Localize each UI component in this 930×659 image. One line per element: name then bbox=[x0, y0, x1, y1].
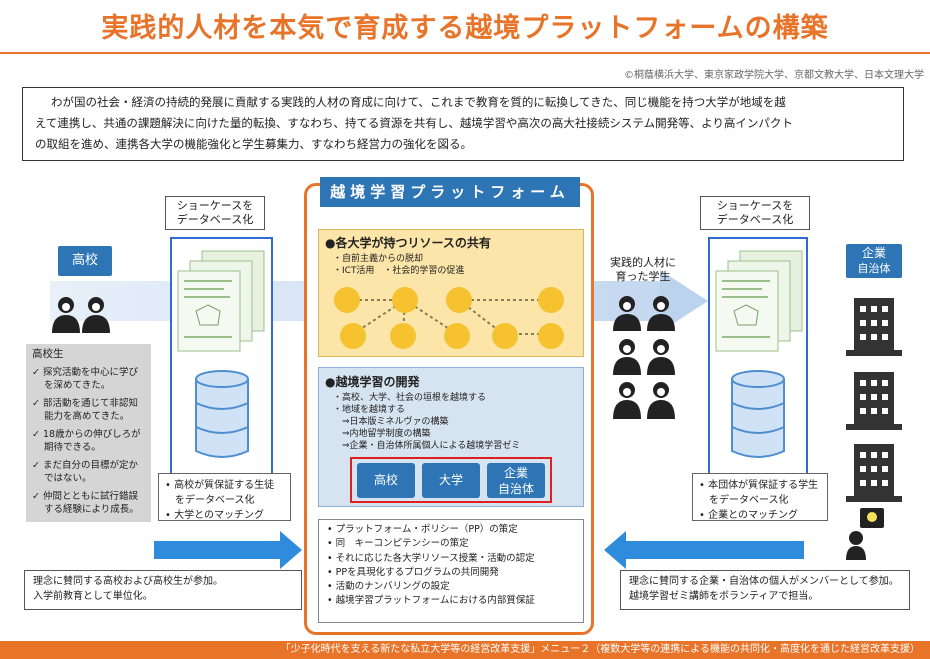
policy-item: • 越境学習プラットフォームにおける内部質保証 bbox=[327, 595, 535, 607]
buildings-icon bbox=[846, 298, 902, 502]
participant-line: 自治体 bbox=[497, 482, 534, 496]
idea-person-icon bbox=[846, 508, 884, 560]
platform-banner: 越境学習プラットフォーム bbox=[320, 177, 580, 207]
highschool-label: 高校 bbox=[58, 246, 112, 276]
left-database-panel bbox=[170, 237, 273, 519]
participants-frame bbox=[350, 457, 552, 503]
resource-lines: ・自前主義からの脱却 ・ICT活用 ・社会的学習の促進 bbox=[333, 253, 583, 277]
student-trait-item: ✓ 仲間とともに試行錯誤する経験により成長。 bbox=[32, 491, 139, 515]
note-line: 理念に賛同する高校および高校生が参加。 bbox=[33, 576, 223, 587]
left-blue-arrow-head bbox=[280, 531, 302, 569]
development-line: ⇒内地留学制度の構築 bbox=[333, 429, 431, 439]
left-blue-arrow bbox=[154, 541, 280, 559]
right-blue-arrow bbox=[626, 541, 804, 559]
highschool-student-box: 高校生 ✓ 探究活動を中心に学びを深めてきた。 ✓ 部活動を通じて非認知能力を高… bbox=[26, 344, 151, 522]
resource-line: ・自前主義からの脱却 bbox=[333, 254, 424, 264]
student-trait-item: ✓ 探究活動を中心に学びを深めてきた。 bbox=[32, 367, 138, 391]
bullet-item: • 本団体が質保証する学生をデータベース化 bbox=[699, 480, 819, 506]
participant-highschool: 高校 bbox=[357, 463, 415, 498]
development-line: ⇒企業・自治体所属個人による越境学習ゼミ bbox=[333, 441, 521, 451]
note-line: 理念に賛同する企業・自治体の個人がメンバーとして参加。 bbox=[629, 576, 899, 587]
policy-item: • 活動のナンバリングの設定 bbox=[327, 581, 450, 593]
development-title: ●越境学習の開発 bbox=[325, 375, 420, 389]
left-db-bullets: • 高校が質保証する生徒をデータベース化 • 大学とのマッチング bbox=[158, 473, 291, 521]
policy-item: • それに応じた各大学リソース授業・活動の認定 bbox=[327, 552, 535, 564]
bullet-item: • 高校が質保証する生徒をデータベース化 bbox=[165, 480, 275, 506]
development-line: ・高校、大学、社会の垣根を越境する bbox=[333, 393, 487, 403]
bullet-item: • 企業とのマッチング bbox=[699, 510, 798, 521]
caption-line: データベース化 bbox=[716, 213, 794, 226]
caption-line: ショーケースを bbox=[716, 199, 794, 212]
right-database-panel bbox=[708, 237, 808, 519]
graduates-icon bbox=[613, 296, 675, 419]
resource-title: ●各大学が持つリソースの共有 bbox=[325, 236, 491, 250]
development-lines: ・高校、大学、社会の垣根を越境する ・地域を越境する ⇒日本版ミネルヴァの構築 … bbox=[333, 392, 583, 452]
document-stack-icon bbox=[715, 250, 803, 352]
participant-line: 企業 bbox=[503, 466, 528, 480]
caption-line: 実践的人材に bbox=[610, 256, 676, 269]
note-line: 越境学習ゼミ講師をボランティアで担当。 bbox=[629, 591, 819, 602]
grown-students-caption: 実践的人材に 育った学生 bbox=[604, 256, 682, 284]
policy-item: • 同 キーコンピテンシーの策定 bbox=[327, 538, 469, 550]
development-line: ・地域を越境する bbox=[333, 405, 406, 415]
left-note-box: 理念に賛同する高校および高校生が参加。 入学前教育として単位化。 bbox=[24, 570, 302, 610]
student-trait-item: ✓ 18歳からの伸びしろが期待できる。 bbox=[32, 429, 141, 453]
bullet-item: • 大学とのマッチング bbox=[165, 510, 264, 521]
policy-item: • PPを具現化するプログラムの共同開発 bbox=[327, 566, 499, 578]
summary-line: わが国の社会・経済の持続的発展に貢献する実践的人材の育成に向けて、これまで教育を… bbox=[51, 95, 786, 109]
resource-network-graphic bbox=[334, 287, 564, 349]
summary-box: わが国の社会・経済の持続的発展に貢献する実践的人材の育成に向けて、これまで教育を… bbox=[22, 87, 904, 161]
development-line: ⇒日本版ミネルヴァの構築 bbox=[333, 417, 449, 427]
summary-line: の取組を進め、連携各大学の機能強化と学生募集力、すなわち経営力の強化を図る。 bbox=[35, 137, 472, 151]
right-db-bullets: • 本団体が質保証する学生をデータベース化 • 企業とのマッチング bbox=[692, 473, 828, 521]
company-label: 企業 自治体 bbox=[846, 244, 902, 278]
document-stack-icon bbox=[177, 250, 265, 352]
credit-line: ©桐蔭横浜大学、東京家政学院大学、京都文教大学、日本文理大学 bbox=[624, 70, 924, 81]
caption-line: ショーケースを bbox=[176, 199, 254, 212]
right-note-box: 理念に賛同する企業・自治体の個人がメンバーとして参加。 越境学習ゼミ講師をボラン… bbox=[620, 570, 910, 610]
policy-item: • プラットフォーム・ポリシー（PP）の策定 bbox=[327, 524, 518, 535]
company-label-line: 自治体 bbox=[857, 262, 891, 275]
caption-line: データベース化 bbox=[176, 213, 254, 226]
summary-line: えて連携し、共通の課題解決に向けた量的転換、すなわち、持てる資源を共有し、越境学… bbox=[35, 116, 793, 130]
participant-company: 企業 自治体 bbox=[487, 463, 545, 498]
resource-sharing-box: ●各大学が持つリソースの共有 ・自前主義からの脱却 ・ICT活用 ・社会的学習の… bbox=[318, 229, 584, 357]
database-icon bbox=[731, 370, 785, 458]
participant-university: 大学 bbox=[422, 463, 480, 498]
right-blue-arrow-head bbox=[604, 531, 626, 569]
student-trait-item: ✓ 部活動を通じて非認知能力を高めてきた。 bbox=[32, 398, 138, 422]
database-icon bbox=[195, 370, 249, 458]
footer-bar: 「少子化時代を支える新たな私立大学等の経営改革支援」メニュー２（複数大学等の連携… bbox=[0, 641, 930, 659]
page-title: 実践的人材を本気で育成する越境プラットフォームの構築 bbox=[101, 13, 829, 44]
right-showcase-caption: ショーケースを データベース化 bbox=[700, 196, 810, 230]
left-showcase-caption: ショーケースを データベース化 bbox=[165, 196, 265, 230]
title-divider bbox=[0, 52, 930, 54]
resource-line: ・ICT活用 ・社会的学習の促進 bbox=[333, 266, 465, 276]
company-label-line: 企業 bbox=[861, 246, 886, 260]
note-line: 入学前教育として単位化。 bbox=[33, 591, 153, 602]
caption-line: 育った学生 bbox=[615, 270, 671, 283]
student-box-heading: 高校生 bbox=[32, 348, 64, 360]
students-icon bbox=[52, 297, 110, 333]
student-trait-item: ✓ まだ自分の目標が定かではない。 bbox=[32, 460, 138, 484]
policy-list: • プラットフォーム・ポリシー（PP）の策定 • 同 キーコンピテンシーの策定 … bbox=[318, 519, 584, 623]
